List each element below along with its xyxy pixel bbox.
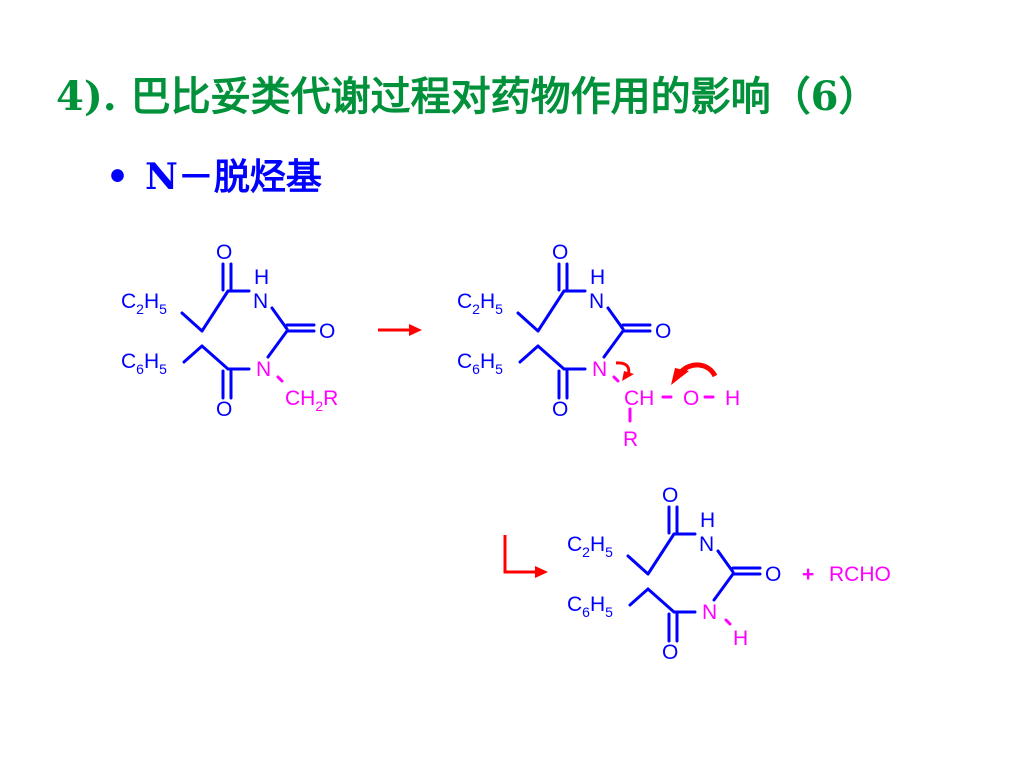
atom-nitrogen-lower: N: [702, 601, 717, 624]
atom-oxygen-hydroxyl: O: [683, 387, 699, 410]
plus-sign: +: [802, 563, 814, 586]
reaction-arrow-down-right: [503, 535, 548, 578]
group-phenyl: C6H5: [457, 350, 503, 377]
atom-oxygen-right: O: [655, 320, 671, 343]
atom-nitrogen-upper: N: [699, 533, 714, 556]
byproduct-rcho: RCHO: [829, 563, 891, 586]
atom-hydrogen-hydroxyl: H: [725, 387, 740, 410]
molecule-product: O H N O N H O C2H5 C6H5 + RCHO: [567, 484, 891, 664]
atom-nitrogen-upper: N: [589, 290, 604, 313]
reaction-arrow-right: [378, 324, 422, 336]
bullet-text: N－脱烃基: [145, 156, 322, 198]
group-phenyl: C6H5: [567, 593, 613, 620]
atom-hydrogen: H: [700, 509, 715, 532]
atom-oxygen-right: O: [765, 563, 781, 586]
molecule-starting: O H N O N O C2H5 C6H5 CH2R: [121, 241, 338, 421]
atom-oxygen-bottom: O: [662, 641, 678, 664]
atom-oxygen-top: O: [216, 241, 232, 264]
group-ethyl: C2H5: [121, 290, 167, 317]
group-phenyl: C6H5: [121, 350, 167, 377]
group-ethyl: C2H5: [457, 290, 503, 317]
molecule-intermediate: O H N O N O C2H5 C6H5 CH O H R: [457, 241, 740, 451]
atom-hydrogen-new: H: [733, 627, 748, 650]
atom-hydrogen: H: [590, 266, 605, 289]
group-ethyl: C2H5: [567, 533, 613, 560]
atom-nitrogen-upper: N: [253, 290, 268, 313]
curved-arrow-large: [679, 362, 718, 378]
page-title: 4). 巴比妥类代谢过程对药物作用的影响（6）: [56, 73, 879, 120]
curved-arrow-large-head: [671, 368, 689, 385]
atom-oxygen-bottom: O: [552, 398, 568, 421]
atom-nitrogen-lower: N: [256, 358, 271, 381]
atom-oxygen-right: O: [319, 320, 335, 343]
bullet-item: • N－脱烃基: [106, 148, 322, 200]
atom-oxygen-top: O: [662, 484, 678, 507]
group-ch: CH: [624, 387, 654, 410]
atom-nitrogen-lower: N: [592, 358, 607, 381]
atom-oxygen-bottom: O: [216, 398, 232, 421]
group-r: R: [623, 428, 638, 451]
group-ch2r: CH2R: [285, 387, 338, 414]
curved-arrow-small-head: [622, 371, 634, 381]
atom-hydrogen: H: [254, 266, 269, 289]
atom-oxygen-top: O: [552, 241, 568, 264]
bullet-dot: •: [106, 156, 130, 198]
